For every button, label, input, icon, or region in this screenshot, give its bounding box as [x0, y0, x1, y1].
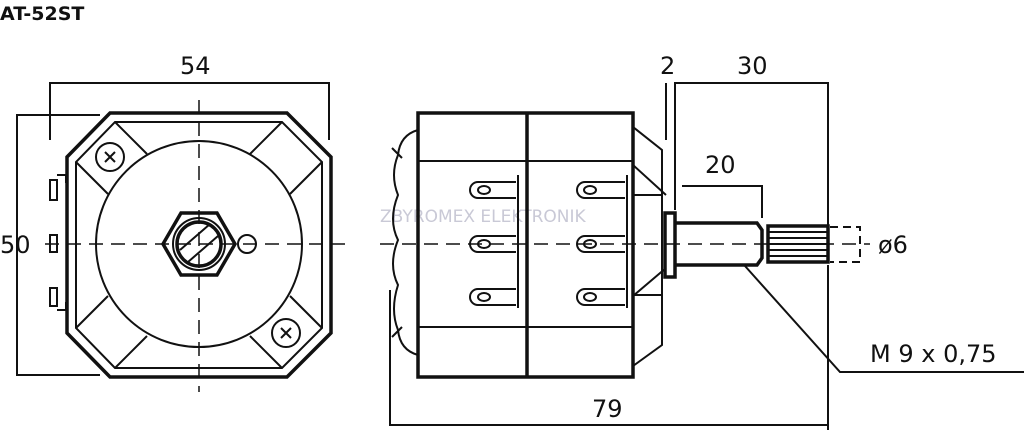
- dim-flange: 2: [660, 52, 675, 80]
- dim-shaft-diameter: ø6: [878, 231, 908, 259]
- drawing-title: AT-52ST: [0, 3, 84, 25]
- tab: [49, 287, 58, 307]
- front-view: 54 50: [0, 52, 350, 392]
- watermark: ZBYROMEX ELEKTRONIK: [380, 207, 587, 227]
- screw-icon: [271, 318, 301, 348]
- dim-shaft-length: 30: [737, 52, 768, 80]
- dim-total-length: 79: [592, 395, 623, 423]
- dim-front-width: 54: [180, 52, 211, 80]
- side-view: 2 30 20 ø6 M 9 x 0,75 79: [380, 52, 1024, 430]
- terminals: [469, 175, 628, 308]
- screw-icon: [95, 142, 125, 172]
- dim-thread-length: 20: [705, 151, 736, 179]
- dim-front-height: 50: [0, 231, 31, 259]
- dim-thread: M 9 x 0,75: [870, 340, 997, 368]
- tab: [49, 179, 58, 201]
- bushing: [663, 211, 677, 279]
